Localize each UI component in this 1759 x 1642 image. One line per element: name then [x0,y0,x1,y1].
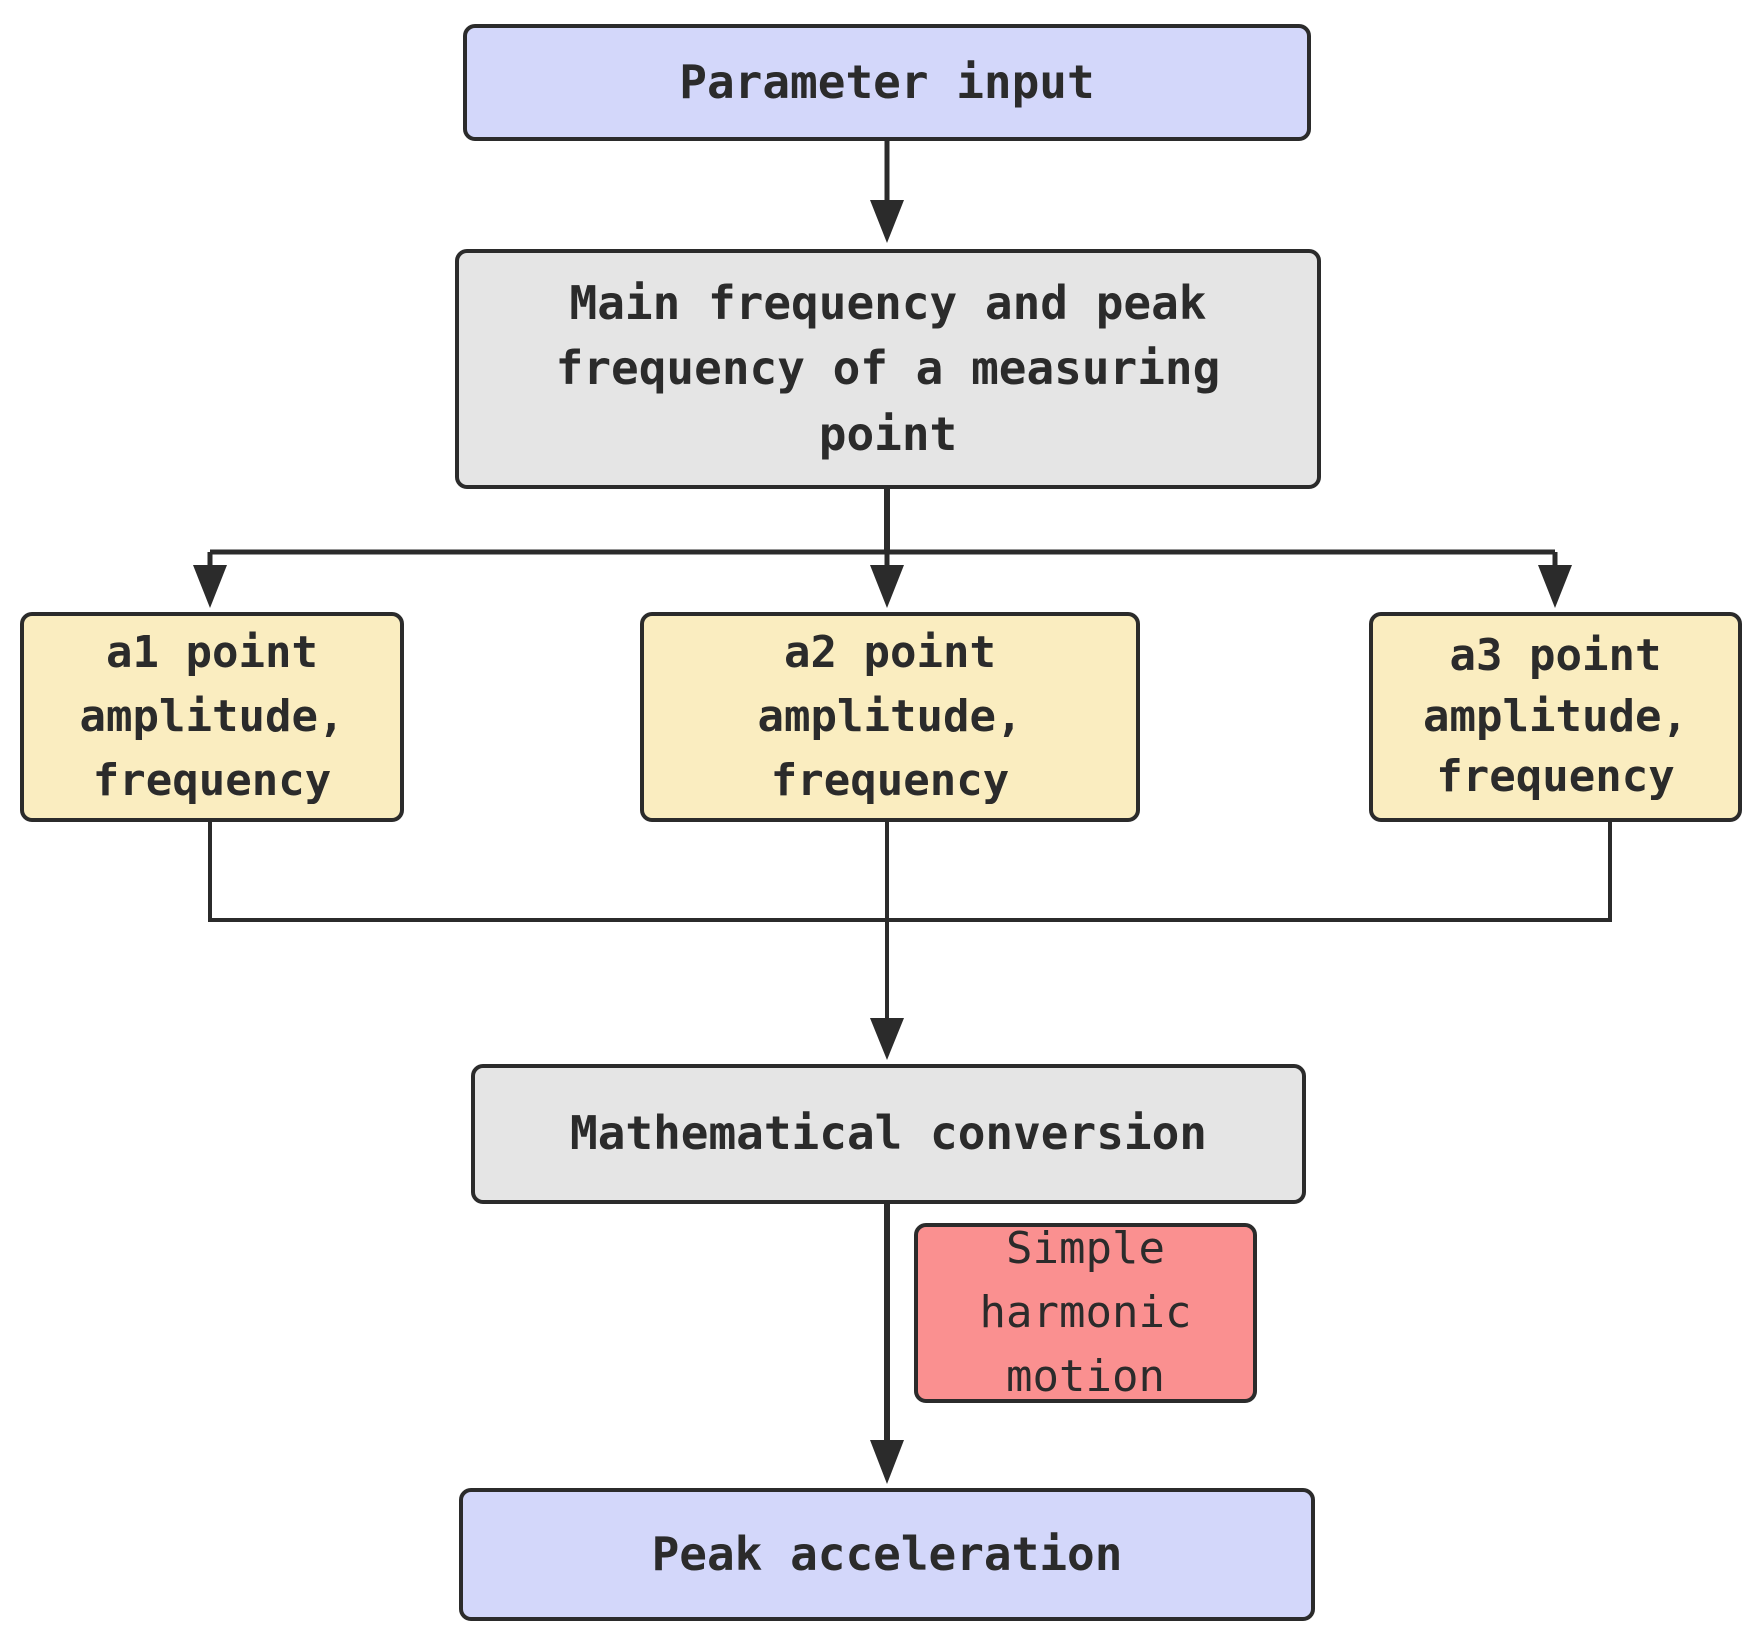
a2-point-label: a2 point amplitude, frequency [757,627,1023,806]
a2-point-node: a2 point amplitude, frequency [640,612,1140,822]
mathematical-conversion-label: Mathematical conversion [570,1106,1207,1161]
arrowhead-to-math [870,1018,904,1060]
peak-acceleration-node: Peak acceleration [459,1488,1315,1621]
arrowhead-to-a3 [1538,565,1572,608]
mathematical-conversion-node: Mathematical conversion [471,1064,1306,1204]
parameter-input-node: Parameter input [463,24,1311,141]
simple-harmonic-motion-label: Simple harmonic motion [979,1223,1192,1402]
simple-harmonic-motion-node: Simple harmonic motion [914,1223,1257,1403]
a3-point-label: a3 point amplitude, frequency [1423,629,1688,803]
peak-acceleration-label: Peak acceleration [651,1526,1123,1581]
parameter-input-label: Parameter input [679,54,1095,109]
arrowhead-to-a2 [870,565,904,608]
arrowhead-input-to-main [870,200,904,243]
arrowhead-to-peak [870,1440,904,1484]
arrowhead-to-a1 [193,565,227,608]
a1-point-node: a1 point amplitude, frequency [20,612,404,822]
connector-merge [208,822,1612,922]
a1-point-label: a1 point amplitude, frequency [79,627,345,806]
a3-point-node: a3 point amplitude, frequency [1369,612,1742,822]
main-frequency-node: Main frequency and peak frequency of a m… [455,249,1321,489]
main-frequency-label: Main frequency and peak frequency of a m… [555,276,1221,461]
